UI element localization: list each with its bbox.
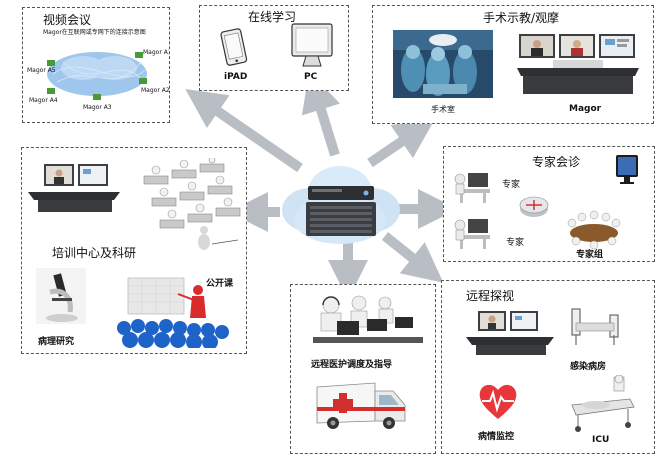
video-workstation-photo xyxy=(28,164,120,212)
expert-2-label: 专家 xyxy=(506,238,525,248)
expert-group-label: 专家组 xyxy=(576,250,604,260)
expert-1-figure xyxy=(454,173,490,203)
remote-dispatch-panel: 远程医护调度及指导 xyxy=(290,284,436,454)
surgery-teaching-panel: 手术示教/观摩 手术室 Magor xyxy=(372,5,654,124)
operating-room-label: 手术室 xyxy=(431,105,455,114)
magor-network-diagram: Magor A1 Magor A2 Magor A3 Magor A4 Mago… xyxy=(27,49,169,111)
expert-group-figure xyxy=(567,210,621,249)
video-conference-panel: 视频会议 Magor在互联网或专网下的连接示意图 Magor A1 Magor … xyxy=(22,7,170,123)
call-center-operators-image xyxy=(313,295,423,343)
arrow-to-visit xyxy=(381,232,444,283)
ipad-icon xyxy=(220,28,248,66)
ward-label: 感染病房 xyxy=(570,362,607,372)
magor-node-a2: Magor A2 xyxy=(141,87,169,94)
expert-1-label: 专家 xyxy=(502,180,521,190)
magor-node-a4: Magor A4 xyxy=(29,97,58,104)
video-conference-title: 视频会议 xyxy=(43,13,92,27)
microscope-icon xyxy=(36,268,86,324)
cloud-icon xyxy=(282,166,400,244)
surgery-title: 手术示教/观摩 xyxy=(483,11,560,25)
pathology-label: 病理研究 xyxy=(38,337,75,347)
online-learning-panel: 在线学习 iPAD PC xyxy=(199,5,349,91)
heart-monitor-icon xyxy=(479,384,517,419)
arrow-to-surgery xyxy=(367,119,435,168)
expert-title: 专家会诊 xyxy=(532,155,581,169)
pc-monitor-icon xyxy=(291,23,333,67)
ipad-label: iPAD xyxy=(224,72,248,82)
router-icon xyxy=(519,196,549,217)
classroom-figures-image xyxy=(143,158,241,250)
magor-label: Magor xyxy=(569,104,602,114)
training-research-panel: 培训中心及科研 病理研究 公开课 xyxy=(21,147,247,354)
magor-workstation-photo xyxy=(513,30,643,98)
expert-monitor-icon xyxy=(616,155,638,184)
arrow-to-online-learning xyxy=(301,71,341,157)
visit-workstation-photo xyxy=(466,311,554,355)
magor-node-a5: Magor A5 xyxy=(27,67,56,74)
lecture-label: 公开课 xyxy=(206,279,234,289)
magor-node-a1: Magor A1 xyxy=(143,49,169,56)
arrow-to-video-conf xyxy=(185,88,303,173)
lecture-audience-image xyxy=(117,277,229,348)
expert-consultation-panel: 专家会诊 专家 专家 专家组 xyxy=(443,146,655,262)
monitor-label: 病情监控 xyxy=(478,432,515,442)
training-title: 培训中心及科研 xyxy=(52,246,137,260)
operating-room-photo xyxy=(393,30,493,98)
pc-label: PC xyxy=(304,72,318,82)
online-learning-title: 在线学习 xyxy=(248,10,297,24)
central-cloud-server xyxy=(280,158,402,250)
icu-bed-icon xyxy=(571,375,635,432)
expert-2-figure xyxy=(454,219,490,249)
remote-visit-panel: 远程探视 感染病房 病情监控 I xyxy=(441,280,655,454)
hospital-bed-icon xyxy=(571,308,619,345)
icu-label: ICU xyxy=(592,435,610,445)
visit-title: 远程探视 xyxy=(466,289,515,303)
dispatch-title: 远程医护调度及指导 xyxy=(311,360,393,370)
magor-node-a3: Magor A3 xyxy=(83,104,112,111)
video-conference-subtitle: Magor在互联网或专网下的连接示意图 xyxy=(43,29,146,36)
ambulance-icon xyxy=(316,382,406,429)
